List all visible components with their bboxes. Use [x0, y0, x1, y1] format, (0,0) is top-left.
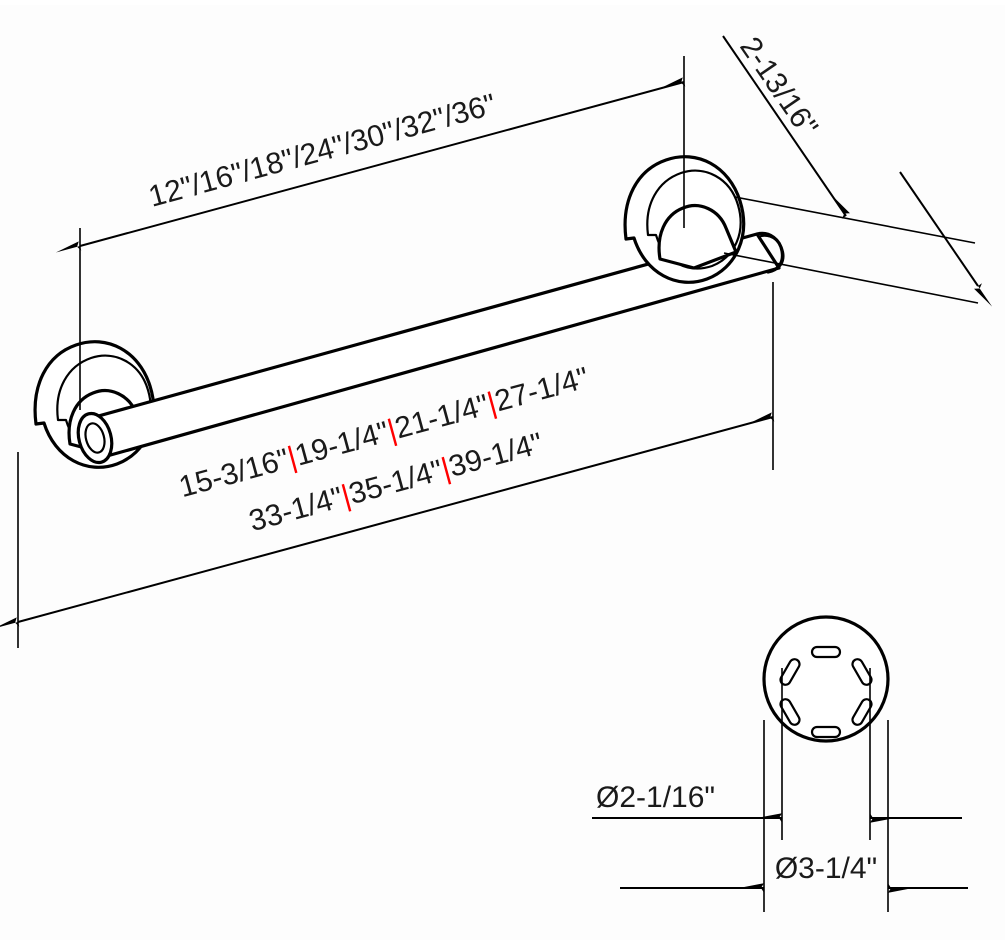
standoff-ref-line-bottom: [723, 252, 979, 304]
bar-length-dim-line: [55, 77, 686, 253]
flange-slot-0: [810, 645, 842, 659]
flange-slot-5: [779, 658, 801, 686]
flange-slots: [779, 645, 873, 739]
flange-detail-view: Ø2-1/16" Ø3-1/4": [592, 615, 968, 912]
overall-dim-line: [0, 412, 775, 629]
inner-diameter-label: Ø2-1/16": [596, 781, 715, 814]
flange-slot-3: [810, 725, 842, 739]
standoff-ref-line-top: [734, 196, 976, 244]
tube-right-endcap-inner: [759, 234, 785, 273]
flange-slot-1: [851, 658, 873, 686]
flange-slot-2: [851, 698, 873, 726]
dimension-inner-diameter: Ø2-1/16": [592, 668, 962, 840]
flange-slot-4: [779, 698, 801, 726]
standoff-dim-line-upper: [722, 35, 850, 219]
dimension-outer-diameter: Ø3-1/4": [620, 720, 968, 912]
outer-diameter-label: Ø3-1/4": [775, 852, 877, 885]
standoff-dim-line-lower: [899, 171, 993, 307]
